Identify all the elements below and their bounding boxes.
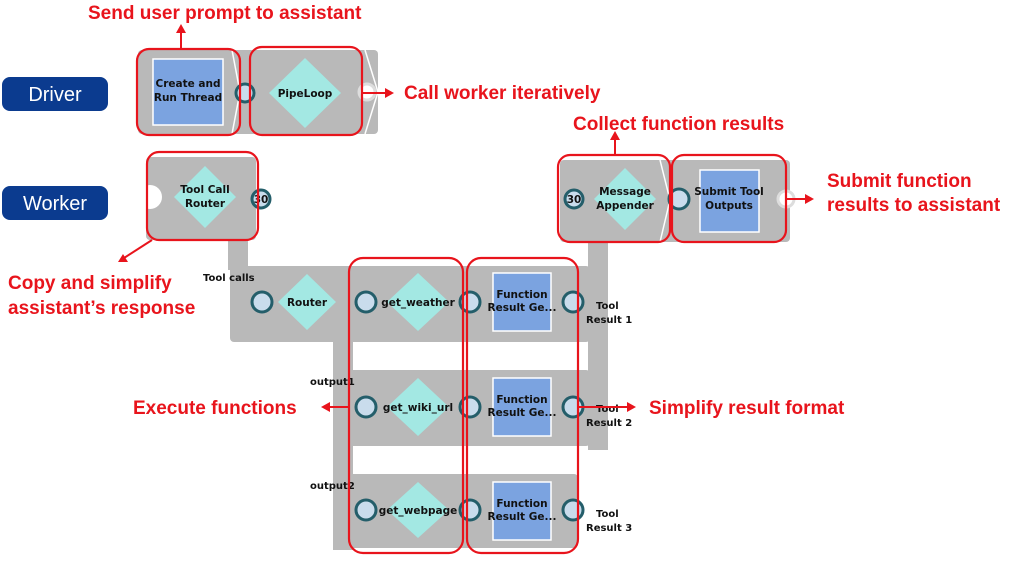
annotation-arrows <box>118 24 814 412</box>
svg-text:Message: Message <box>599 186 651 198</box>
svg-text:Result Ge...: Result Ge... <box>488 302 557 314</box>
pool-size-badge: 30 <box>563 188 585 210</box>
svg-text:Router: Router <box>287 297 328 309</box>
snap-get-webpage[interactable]: get_webpage <box>354 482 457 538</box>
tool-result-3-label: Tool Result 3 <box>586 509 632 534</box>
snap-submit-tool-outputs[interactable]: Submit Tool Outputs <box>694 169 764 233</box>
input-notch <box>138 185 162 209</box>
connector <box>588 238 608 450</box>
svg-text:Result 1: Result 1 <box>586 315 632 326</box>
tool-result-1-label: Tool Result 1 <box>586 301 632 326</box>
svg-text:Function: Function <box>496 498 547 510</box>
svg-text:Copy and simplify: Copy and simplify <box>8 273 172 294</box>
annotation-copy-simplify: Copy and simplify assistant’s response <box>8 273 195 319</box>
svg-text:Create and: Create and <box>156 78 221 90</box>
svg-text:Submit function: Submit function <box>827 171 972 192</box>
svg-text:Result Ge...: Result Ge... <box>488 511 557 523</box>
port-label: Tool calls <box>203 273 255 284</box>
svg-text:assistant’s response: assistant’s response <box>8 298 195 319</box>
svg-text:Run Thread: Run Thread <box>154 92 222 104</box>
snap-message-appender[interactable]: Message Appender <box>594 168 656 230</box>
annotation-execute-functions: Execute functions <box>133 398 297 419</box>
svg-text:PipeLoop: PipeLoop <box>278 88 333 100</box>
svg-text:30: 30 <box>567 194 582 206</box>
tool-result-2-label: Tool Result 2 <box>586 404 632 429</box>
port-label: output2 <box>310 481 355 492</box>
annotation-call-worker: Call worker iteratively <box>404 83 601 104</box>
svg-text:Submit Tool: Submit Tool <box>694 186 764 198</box>
snap-function-result-generator-3[interactable]: Function Result Ge... <box>458 481 585 541</box>
svg-text:get_wiki_url: get_wiki_url <box>383 402 453 414</box>
svg-text:Result 3: Result 3 <box>586 523 632 534</box>
port-label: output1 <box>310 377 355 388</box>
svg-text:Outputs: Outputs <box>705 200 753 212</box>
pool-size-badge: 30 <box>250 188 272 210</box>
worker-lane-label: Worker <box>2 186 108 220</box>
svg-text:get_webpage: get_webpage <box>379 505 457 517</box>
snap-get-weather[interactable]: get_weather <box>354 273 456 331</box>
connector <box>228 238 248 270</box>
svg-text:Worker: Worker <box>23 193 87 215</box>
svg-text:get_weather: get_weather <box>381 297 455 309</box>
svg-text:Function: Function <box>496 289 547 301</box>
svg-text:results to assistant: results to assistant <box>827 195 1001 216</box>
snap-router[interactable]: Router <box>278 274 336 330</box>
svg-text:Router: Router <box>185 198 226 210</box>
annotation-send-prompt: Send user prompt to assistant <box>88 3 362 24</box>
svg-text:Result 2: Result 2 <box>586 418 632 429</box>
snap-tool-call-router[interactable]: Tool Call Router <box>174 166 236 228</box>
annotation-simplify-format: Simplify result format <box>649 398 845 419</box>
driver-lane-label: Driver <box>2 77 108 111</box>
svg-text:Driver: Driver <box>28 84 82 106</box>
annotation-submit-results: Submit function results to assistant <box>827 171 1001 216</box>
annotation-collect-results: Collect function results <box>573 114 784 135</box>
svg-text:Result Ge...: Result Ge... <box>488 407 557 419</box>
svg-text:Tool: Tool <box>596 509 619 520</box>
svg-text:Appender: Appender <box>596 200 654 212</box>
svg-text:30: 30 <box>254 194 269 206</box>
svg-text:Function: Function <box>496 394 547 406</box>
snap-create-run-thread[interactable]: Create and Run Thread <box>152 58 224 126</box>
svg-text:Tool Call: Tool Call <box>180 184 229 196</box>
svg-text:Tool: Tool <box>596 301 619 312</box>
input-port[interactable] <box>250 290 274 314</box>
snap-function-result-generator-2[interactable]: Function Result Ge... <box>458 377 585 437</box>
input-port[interactable] <box>234 82 256 104</box>
svg-text:Tool: Tool <box>596 404 619 415</box>
snap-get-wiki-url[interactable]: get_wiki_url <box>354 378 453 436</box>
snap-pipeloop[interactable]: PipeLoop <box>269 58 341 128</box>
